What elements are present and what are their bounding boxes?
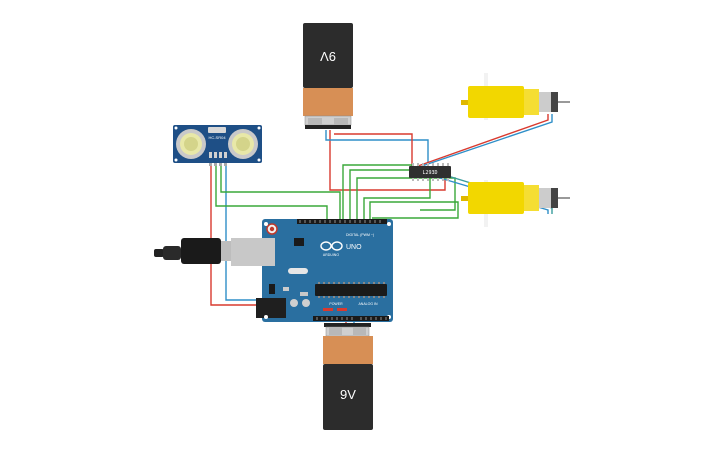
arduino-uno[interactable]: DIGITAL (PWM ~) UNO ARDUINO bbox=[231, 219, 393, 322]
wire-sensor-echo-2[interactable] bbox=[220, 165, 341, 219]
motor-driver-chip[interactable]: L293D bbox=[409, 163, 451, 181]
wire-driver-arduino-5[interactable] bbox=[369, 201, 459, 219]
usb-cable[interactable] bbox=[154, 238, 231, 264]
battery-bottom[interactable]: 9V bbox=[323, 323, 373, 430]
driver-label: L293D bbox=[422, 170, 437, 176]
motor-top[interactable] bbox=[461, 73, 570, 120]
wire-driver-arduino-4[interactable] bbox=[363, 178, 431, 219]
arduino-power-label: POWER bbox=[329, 302, 343, 306]
wire-motor-top-a[interactable] bbox=[417, 114, 549, 167]
battery-top-label: 9V bbox=[320, 49, 336, 64]
wire-sensor-echo[interactable] bbox=[215, 165, 328, 219]
wire-driver-arduino-1[interactable] bbox=[342, 164, 413, 219]
sensor-transducer-left bbox=[176, 129, 206, 159]
wire-sensor-trig[interactable] bbox=[225, 165, 262, 301]
battery-bottom-label: 9V bbox=[340, 387, 356, 402]
arduino-brand-text: ARDUINO bbox=[323, 253, 339, 257]
wire-battery-top-pos[interactable] bbox=[329, 130, 446, 191]
arduino-analog-label: ANALOG IN bbox=[358, 302, 378, 306]
sensor-label: HC-SR04 bbox=[208, 135, 226, 140]
wire-motor-top-b[interactable] bbox=[421, 114, 553, 167]
arduino-digital-label: DIGITAL (PWM ~) bbox=[346, 233, 374, 237]
motor-bottom[interactable] bbox=[461, 180, 570, 227]
wire-battery-top-neg[interactable] bbox=[325, 130, 429, 166]
battery-top[interactable]: 9V bbox=[303, 23, 353, 129]
arduino-uno-text: UNO bbox=[346, 244, 362, 251]
ultrasonic-sensor[interactable]: HC-SR04 bbox=[173, 125, 262, 166]
sensor-transducer-right bbox=[228, 129, 258, 159]
wire-battery-top-red2[interactable] bbox=[334, 133, 413, 166]
wire-sensor-vcc[interactable] bbox=[210, 165, 262, 306]
arduino-logo-icon bbox=[320, 241, 343, 251]
